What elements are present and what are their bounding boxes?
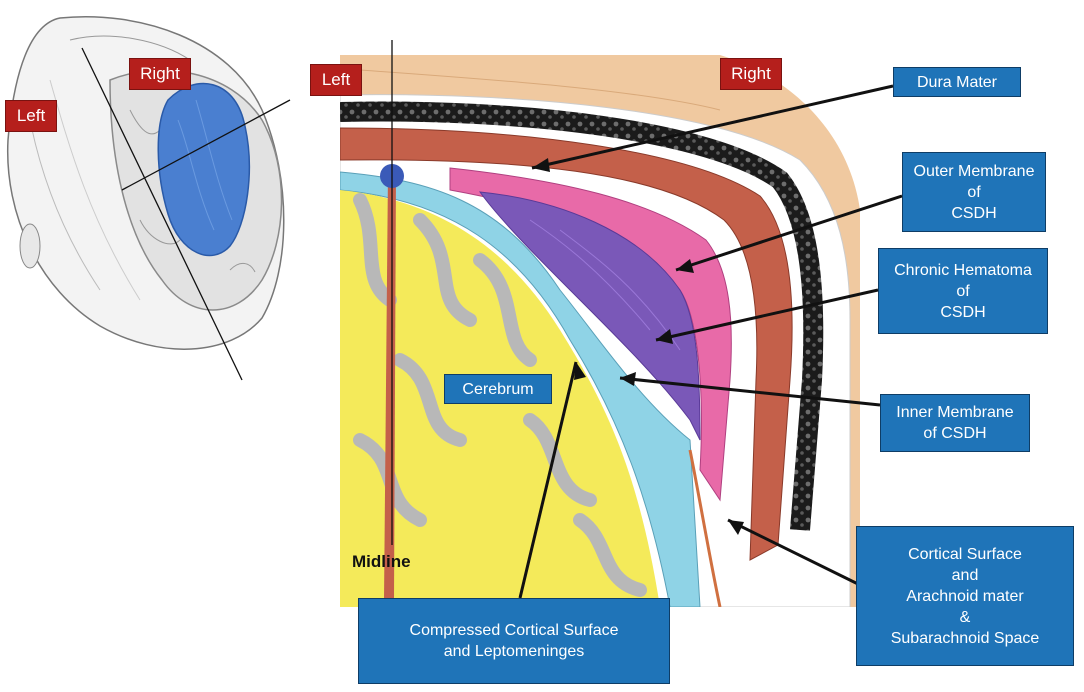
head-left-label: Left <box>5 100 57 132</box>
outer-membrane-label: Outer Membrane of CSDH <box>902 152 1046 232</box>
midline-label: Midline <box>352 552 411 571</box>
head-illustration <box>6 16 291 381</box>
compressed-cortical-text: Compressed Cortical Surface and Leptomen… <box>409 622 619 660</box>
chronic-hematoma-label: Chronic Hematoma of CSDH <box>878 248 1048 334</box>
section-right-label: Right <box>720 58 782 90</box>
compressed-cortical-label: Compressed Cortical Surface and Leptomen… <box>358 598 670 684</box>
outer-membrane-text: Outer Membrane of CSDH <box>913 162 1035 222</box>
cortical-surface-label: Cortical Surface and Arachnoid mater & S… <box>856 526 1074 666</box>
arrow-heads <box>532 158 744 535</box>
inner-membrane-label: Inner Membrane of CSDH <box>880 394 1030 452</box>
dura-mater-label: Dura Mater <box>893 67 1021 97</box>
head-right-label: Right <box>129 58 191 90</box>
dura-mater-text: Dura Mater <box>916 73 998 91</box>
head-hematoma-shape <box>157 82 251 257</box>
section-left-label: Left <box>310 64 362 96</box>
pointer-arrows <box>518 84 903 599</box>
cerebrum-label: Cerebrum <box>444 374 552 404</box>
cortical-surface-text: Cortical Surface and Arachnoid mater & S… <box>890 545 1040 647</box>
cerebrum-text: Cerebrum <box>462 380 534 398</box>
coronal-section <box>340 55 860 607</box>
inner-membrane-text: Inner Membrane of CSDH <box>896 404 1014 442</box>
chronic-hematoma-text: Chronic Hematoma of CSDH <box>894 261 1032 321</box>
